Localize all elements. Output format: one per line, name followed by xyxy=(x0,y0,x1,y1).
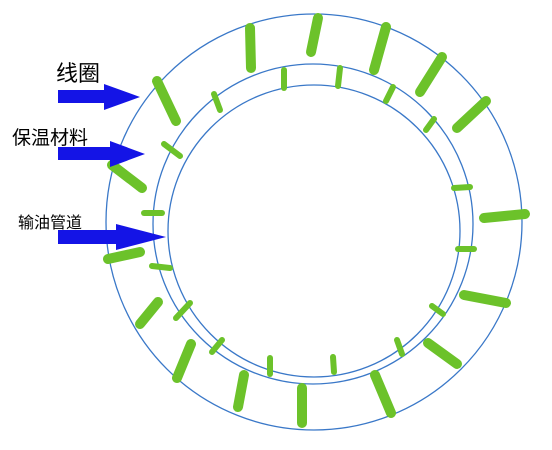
coil-segment xyxy=(211,91,223,113)
coil-segment xyxy=(107,160,147,193)
coil-segment xyxy=(394,337,405,357)
coil-segment xyxy=(172,339,196,383)
coil-segment xyxy=(161,141,183,159)
coil-segment xyxy=(306,13,323,57)
coil-segment xyxy=(152,76,181,126)
outer-coil-ring xyxy=(105,13,523,431)
coil-segment xyxy=(149,263,173,271)
insulation-pointer-arrow xyxy=(58,141,145,167)
oil-pipe-label: 输油管道 xyxy=(18,213,82,232)
coil-segment xyxy=(103,247,145,264)
coil-segment xyxy=(423,338,462,369)
coil-segment xyxy=(452,96,491,133)
coil-segment xyxy=(369,22,391,75)
coil-segment xyxy=(209,337,225,355)
coil-segment xyxy=(330,354,337,375)
insulation-label: 保温材料 xyxy=(12,127,88,149)
oil-pipe-ring xyxy=(167,84,461,378)
coil-segment xyxy=(245,23,256,73)
coil-segment xyxy=(451,184,473,191)
outer-coil-segments xyxy=(103,13,530,428)
coil-segment xyxy=(173,300,193,321)
coil-segment xyxy=(135,297,163,329)
coil-segment xyxy=(370,370,396,418)
coil-segment xyxy=(335,65,343,89)
inner-coil-segments xyxy=(141,65,477,377)
coil-segment xyxy=(459,290,511,308)
coil-segment xyxy=(383,84,396,104)
coil-label: 线圈 xyxy=(56,62,100,87)
insulation-layer-ring xyxy=(152,63,474,385)
coil-segment xyxy=(423,116,437,133)
coil-segment xyxy=(429,303,446,317)
coil-segment xyxy=(415,52,447,97)
coil-segment xyxy=(233,370,249,412)
coil-segment xyxy=(479,209,530,223)
pipe-pointer-arrow xyxy=(58,224,166,250)
coil-pointer-arrow xyxy=(58,84,140,110)
